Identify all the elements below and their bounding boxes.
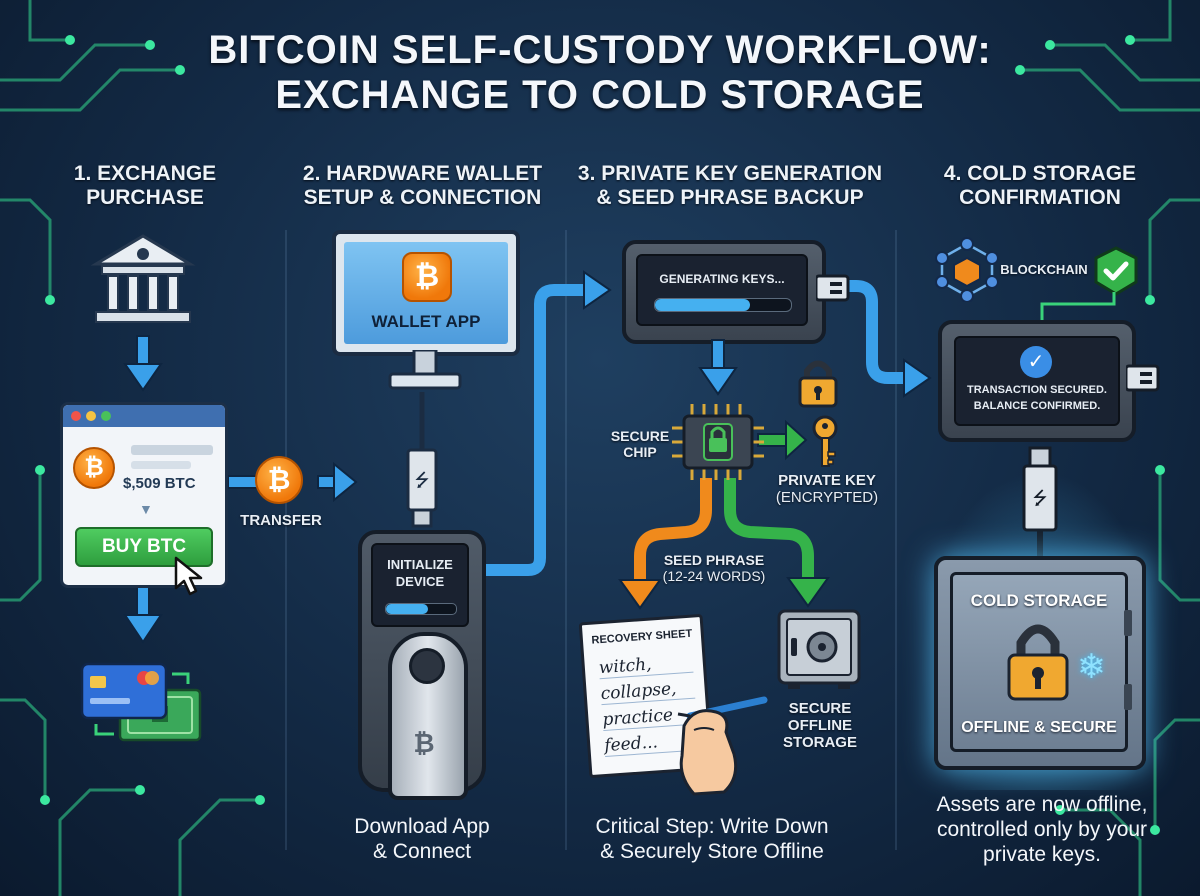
down-arrow-small: ▼ <box>139 501 153 517</box>
keygen-progress-bar <box>654 298 792 312</box>
buy-btc-button[interactable]: BUY BTC <box>75 527 213 567</box>
exchange-browser-window: ₿ $,509 BTC ▼ BUY BTC <box>60 402 228 588</box>
window-close-dot <box>71 411 81 421</box>
browser-title-bar <box>63 405 225 427</box>
column-heading-3: 3. PRIVATE KEY GENERATION & SEED PHRASE … <box>577 162 883 209</box>
check-shield-icon <box>1094 246 1138 296</box>
key-generation-device: GENERATING KEYS... <box>622 240 826 344</box>
vault-title: COLD STORAGE <box>970 591 1108 610</box>
connector-line <box>1040 292 1116 322</box>
confirmation-line2: BALANCE CONFIRMED. <box>973 400 1101 412</box>
window-max-dot <box>101 411 111 421</box>
usb-plug-icon <box>816 274 850 302</box>
usb-plug-icon <box>1126 364 1160 392</box>
key-icon <box>812 415 838 467</box>
device-screen-line2: DEVICE <box>395 574 445 589</box>
keygen-screen: GENERATING KEYS... <box>636 254 808 326</box>
confirmation-check-icon: ✓ <box>1020 346 1052 378</box>
seed-phrase-label: SEED PHRASE (12-24 WORDS) <box>662 552 766 584</box>
svg-text:⭍: ⭍ <box>1033 488 1048 509</box>
safe-icon <box>777 609 861 689</box>
swivel-bitcoin-icon: ₿ <box>413 728 435 758</box>
column-heading-2: 2. HARDWARE WALLET SETUP & CONNECTION <box>302 162 543 209</box>
page-title: BITCOIN SELF-CUSTODY WORKFLOW: EXCHANGE … <box>0 28 1200 118</box>
safe-label: SECURE OFFLINE STORAGE <box>783 700 857 751</box>
credit-card-icon <box>80 662 168 720</box>
wallet-caption: Download App & Connect <box>354 815 490 863</box>
column-divider-3 <box>895 230 897 850</box>
btc-amount: $,509 BTC <box>123 475 196 492</box>
title-line-1: BITCOIN SELF-CUSTODY WORKFLOW: <box>208 28 992 72</box>
placeholder-line <box>131 461 191 469</box>
device-screen-line1: INITIALIZE <box>387 557 453 572</box>
confirmation-device: ✓ TRANSACTION SECURED. BALANCE CONFIRMED… <box>938 320 1136 442</box>
cursor-icon <box>174 556 203 596</box>
usb-cable: ⭍ <box>406 392 438 528</box>
vault-padlock-icon <box>1007 624 1069 701</box>
window-min-dot <box>86 411 96 421</box>
column-divider-2 <box>565 230 567 850</box>
chip-icon <box>672 404 764 480</box>
keys-caption: Critical Step: Write Down & Securely Sto… <box>595 815 829 863</box>
device-screen: INITIALIZE DEVICE <box>371 543 469 627</box>
keygen-screen-text: GENERATING KEYS... <box>659 272 785 286</box>
recovery-word-1: witch, <box>598 651 694 680</box>
computer-monitor: ₿ WALLET APP <box>332 230 520 356</box>
vault-door: COLD STORAGE ❄ OFFLINE & SECURE <box>950 572 1128 752</box>
cold-caption: Assets are now offline, controlled only … <box>936 793 1148 866</box>
monitor-screen: ₿ WALLET APP <box>344 242 508 344</box>
vault-status: OFFLINE & SECURE <box>961 719 1117 736</box>
transfer-bitcoin-icon: ₿ <box>255 456 303 504</box>
transfer-label: TRANSFER <box>240 512 322 529</box>
recovery-sheet-title: RECOVERY SHEET <box>591 627 693 647</box>
cold-storage-vault: COLD STORAGE ❄ OFFLINE & SECURE <box>934 556 1146 770</box>
hand-pen-icon <box>677 696 768 796</box>
usb-cable: ⭍ <box>1022 446 1058 562</box>
vault-hinge <box>1124 610 1132 636</box>
title-line-2: EXCHANGE TO COLD STORAGE <box>275 73 925 117</box>
vault-hinge <box>1124 684 1132 710</box>
confirmation-screen: ✓ TRANSACTION SECURED. BALANCE CONFIRMED… <box>954 336 1120 426</box>
private-key-label: PRIVATE KEY (ENCRYPTED) <box>775 472 879 506</box>
snowflake-icon: ❄ <box>1077 648 1106 686</box>
blockchain-label: BLOCKCHAIN <box>1000 262 1088 277</box>
monitor-stand <box>388 350 462 390</box>
bank-icon <box>90 234 196 323</box>
svg-text:⭍: ⭍ <box>415 470 430 491</box>
secure-chip-label: SECURE CHIP <box>610 428 670 460</box>
bitcoin-icon: ₿ <box>73 447 115 489</box>
column-divider-1 <box>285 230 287 850</box>
wallet-app-label: WALLET APP <box>371 312 481 331</box>
placeholder-line <box>131 445 213 455</box>
column-heading-1: 1. EXCHANGE PURCHASE <box>73 162 217 209</box>
column-heading-4: 4. COLD STORAGE CONFIRMATION <box>943 162 1137 209</box>
blockchain-cube-icon <box>935 237 999 302</box>
confirmation-line1: TRANSACTION SECURED. <box>967 384 1107 396</box>
padlock-icon <box>798 360 838 408</box>
payment-icons <box>80 662 202 742</box>
device-progress-bar <box>385 603 457 615</box>
device-swivel-cover: ₿ <box>388 632 468 800</box>
wallet-app-bitcoin-icon: ₿ <box>402 252 452 302</box>
swivel-hole <box>409 648 445 684</box>
